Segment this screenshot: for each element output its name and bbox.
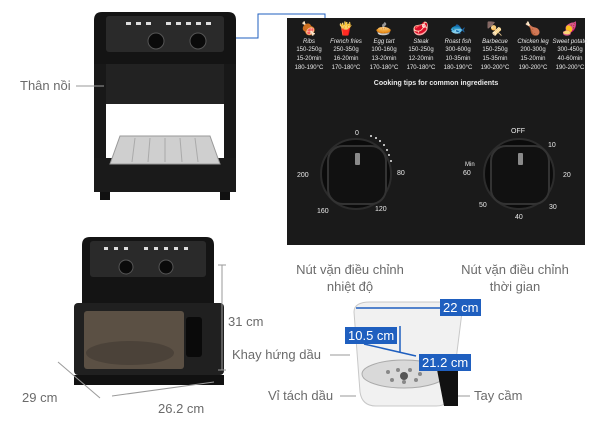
- cooking-guide-item: 🥩 Steak 150-250g 12-20min 170-180°C: [401, 21, 441, 73]
- food-name: Steak: [413, 39, 429, 45]
- time-tick: 40: [515, 214, 523, 221]
- temperature-knob-label-line2: nhiệt độ: [326, 279, 374, 294]
- drip-tray-label: Khay hứng dầu: [232, 347, 321, 362]
- barbecue-icon: 🍢: [486, 21, 504, 36]
- cooking-guide-item: 🍗 Chicken leg 200-300g 15-20min 190-200°C: [513, 21, 553, 73]
- width-dimension: 26.2 cm: [158, 401, 205, 416]
- food-time: 15-20min: [520, 56, 546, 62]
- timer-knob-label-line2: thời gian: [489, 279, 541, 294]
- handle-label: Tay cầm: [474, 388, 523, 403]
- food-temperature: 170-180°C: [331, 65, 361, 71]
- body-label: Thân nồi: [20, 78, 71, 93]
- timer-knob: [490, 145, 550, 205]
- temperature-knob-label-line1: Nút vặn điều chỉnh: [296, 262, 404, 277]
- food-time: 16-20min: [333, 56, 359, 62]
- food-time: 15-20min: [296, 56, 322, 62]
- basket-width-dimension: 21.2 cm: [419, 354, 472, 371]
- cooking-tips-title: Cooking tips for common ingredients: [373, 80, 499, 87]
- control-panel-closeup: 🍖 Ribs 150-250g 15-20min 180-190°C 🍟 French fr…: [287, 18, 588, 245]
- food-temperature: 180-190°C: [294, 65, 324, 71]
- food-weight: 250-350g: [333, 47, 359, 53]
- food-weight: 300-600g: [445, 47, 471, 53]
- steak-icon: 🥩: [412, 21, 430, 36]
- time-tick: Min: [465, 162, 475, 168]
- food-temperature: 170-180°C: [369, 65, 399, 71]
- food-name: Chicken leg: [517, 39, 549, 45]
- fries-icon: 🍟: [337, 21, 355, 36]
- temp-tick: 120: [375, 206, 387, 213]
- cooking-guide-item: 🥧 Egg tart 100-160g 13-20min 170-180°C: [364, 21, 404, 73]
- food-name: French fries: [330, 39, 362, 45]
- temp-tick: 160: [317, 208, 329, 215]
- food-temperature: 190-200°C: [480, 65, 510, 71]
- temp-tick: 0: [355, 130, 359, 137]
- sweet-potato-icon: 🍠: [561, 21, 579, 36]
- cooking-guide-item: 🐟 Roast fish 300-600g 10-35min 180-190°C: [438, 21, 478, 73]
- food-name: Ribs: [302, 39, 315, 45]
- food-temperature: 180-190°C: [443, 65, 473, 71]
- food-weight: 150-250g: [408, 47, 434, 53]
- food-time: 12-20min: [408, 56, 434, 62]
- food-weight: 150-250g: [296, 47, 322, 53]
- temperature-knob-ring: [320, 138, 392, 210]
- food-temperature: 190-200°C: [555, 65, 585, 71]
- oil-separator-label: Vỉ tách dầu: [268, 388, 334, 403]
- food-weight: 100-160g: [371, 47, 397, 53]
- timer-knob-label-line1: Nút vặn điều chỉnh: [461, 262, 569, 277]
- food-name: Roast fish: [444, 39, 472, 45]
- time-tick: OFF: [511, 128, 525, 135]
- time-tick: 30: [549, 204, 557, 211]
- food-time: 13-20min: [371, 56, 397, 62]
- fish-icon: 🐟: [449, 21, 467, 36]
- rib-icon: 🍖: [300, 21, 318, 36]
- cooking-guide-item: 🍟 French fries 250-350g 16-20min 170-180°C: [326, 21, 366, 73]
- time-tick: 60: [463, 170, 471, 177]
- food-time: 15-35min: [482, 56, 508, 62]
- temperature-dots: [370, 135, 392, 162]
- food-time: 40-60min: [557, 56, 583, 62]
- cooking-guide-item: 🍠 Sweet potato 300-450g 40-60min 190-200°C: [550, 21, 590, 73]
- food-time: 10-35min: [445, 56, 471, 62]
- depth-dimension: 29 cm: [22, 390, 58, 405]
- egg-tart-icon: 🥧: [375, 21, 393, 36]
- temp-tick: 80: [397, 170, 405, 177]
- food-weight: 300-450g: [557, 47, 583, 53]
- temperature-knob: [327, 145, 387, 205]
- food-temperature: 170-180°C: [406, 65, 436, 71]
- timer-knob-ring: [483, 138, 555, 210]
- air-fryer-body-image: [94, 12, 236, 200]
- time-tick: 10: [548, 142, 556, 149]
- basket-depth-dimension: 10.5 cm: [345, 327, 398, 344]
- food-temperature: 190-200°C: [518, 65, 548, 71]
- food-name: Sweet potato: [552, 39, 588, 45]
- time-tick: 20: [563, 172, 571, 179]
- height-dimension: 31 cm: [228, 314, 264, 329]
- food-weight: 200-300g: [520, 47, 546, 53]
- air-fryer-dimension-image: [74, 237, 224, 385]
- food-name: Egg tart: [373, 39, 395, 45]
- basket-length-dimension: 22 cm: [440, 299, 482, 316]
- cooking-guide-item: 🍢 Barbecue 150-250g 15-35min 190-200°C: [475, 21, 515, 73]
- time-tick: 50: [479, 202, 487, 209]
- food-name: Barbecue: [482, 39, 508, 45]
- chicken-leg-icon: 🍗: [524, 21, 542, 36]
- food-weight: 150-250g: [482, 47, 508, 53]
- cooking-guide-item: 🍖 Ribs 150-250g 15-20min 180-190°C: [289, 21, 329, 73]
- temp-tick: 200: [297, 172, 309, 179]
